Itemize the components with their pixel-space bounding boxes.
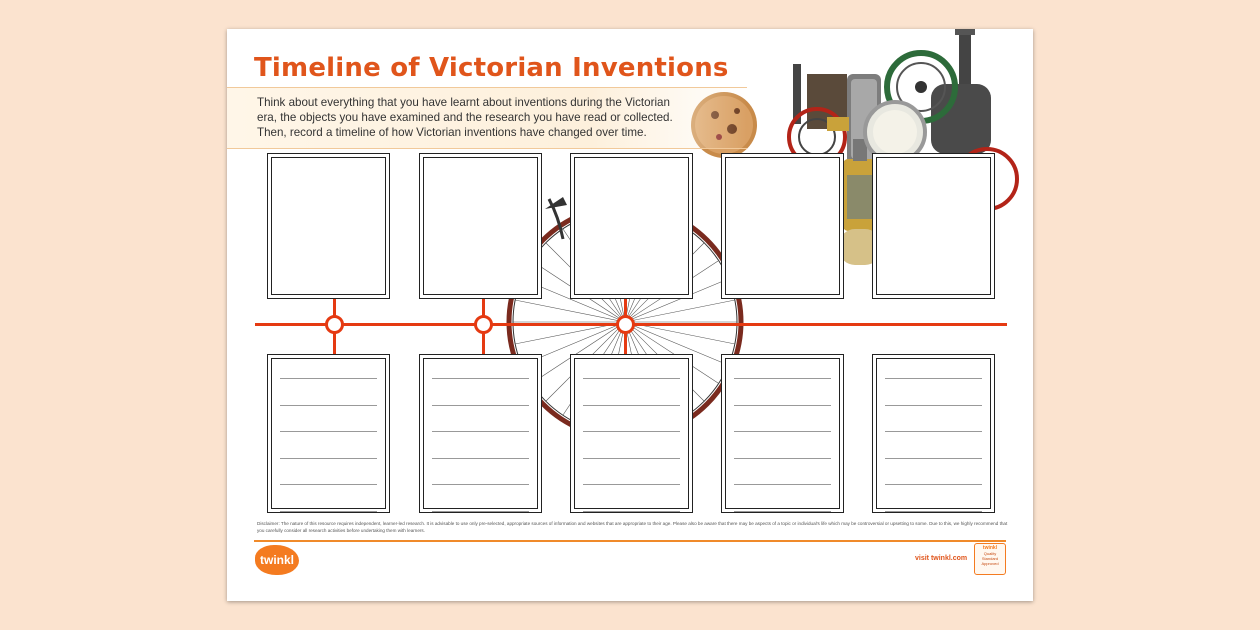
disclaimer-text: Disclaimer: The nature of this resource …	[257, 521, 1008, 533]
intro-line: era, the objects you have examined and t…	[257, 111, 673, 124]
writing-box-5[interactable]	[872, 354, 995, 513]
page-title: Timeline of Victorian Inventions	[254, 53, 729, 83]
quality-badge: twinkl Quality Standard Approved	[974, 543, 1006, 575]
worksheet-page: Timeline of Victorian Inventions Think a…	[227, 29, 1033, 601]
intro-line: Think about everything that you have lea…	[257, 96, 670, 109]
intro-band	[227, 87, 747, 149]
picture-box-2	[419, 153, 542, 299]
twinkl-logo[interactable]: twinkl	[255, 545, 299, 575]
badge-line: Quality	[983, 551, 997, 556]
badge-brand: twinkl	[982, 545, 998, 551]
picture-box-4	[721, 153, 844, 299]
intro-text: Think about everything that you have lea…	[257, 95, 697, 140]
writing-box-1[interactable]	[267, 354, 390, 513]
writing-box-2[interactable]	[419, 354, 542, 513]
picture-box-1	[267, 153, 390, 299]
writing-box-3[interactable]	[570, 354, 693, 513]
lantern-icon	[839, 139, 881, 265]
timeline-node	[325, 315, 344, 334]
picture-box-5	[872, 153, 995, 299]
writing-box-4[interactable]	[721, 354, 844, 513]
intro-line: Then, record a timeline of how Victorian…	[257, 126, 647, 139]
badge-line: Standard	[981, 556, 999, 561]
footer-divider	[254, 540, 1006, 542]
timeline-node	[616, 315, 635, 334]
badge-line: Approved	[981, 561, 999, 566]
picture-box-3	[570, 153, 693, 299]
timeline-node	[474, 315, 493, 334]
visit-link[interactable]: visit twinkl.com	[915, 555, 968, 562]
